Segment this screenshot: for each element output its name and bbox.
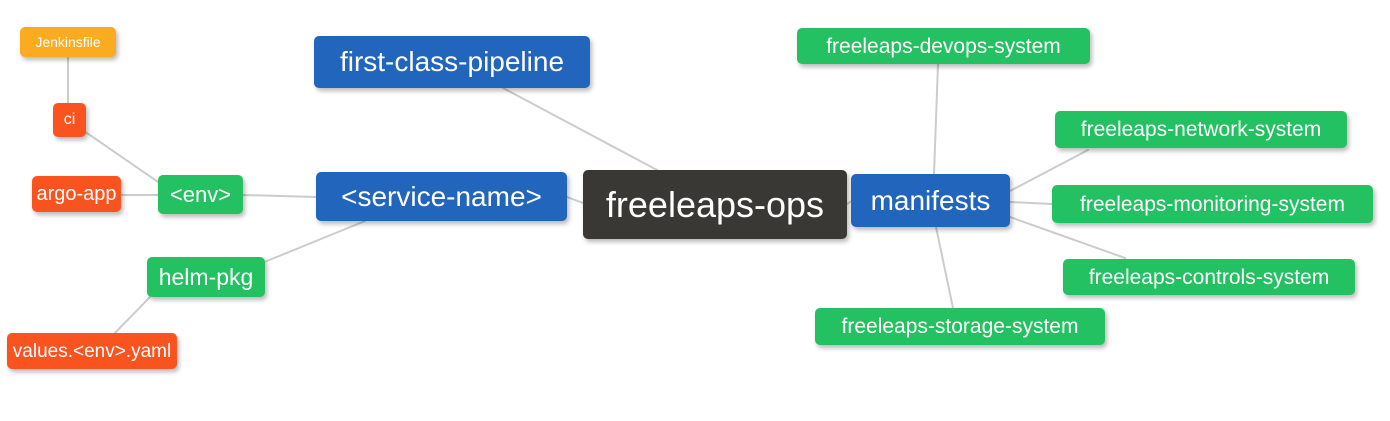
- node-freeleaps-network-system[interactable]: freeleaps-network-system: [1055, 111, 1347, 148]
- edge-env-service: [242, 194, 317, 198]
- node-env[interactable]: <env>: [158, 175, 243, 214]
- edge-manifests-monitoring: [1009, 201, 1053, 205]
- edge-service-ops: [566, 196, 584, 204]
- edge-manifests-devops: [933, 63, 939, 175]
- edge-pipeline-ops: [502, 87, 658, 171]
- node-values-env-yaml[interactable]: values.<env>.yaml: [7, 333, 177, 369]
- node-freeleaps-storage-system[interactable]: freeleaps-storage-system: [815, 308, 1105, 345]
- node-first-class-pipeline[interactable]: first-class-pipeline: [314, 36, 590, 88]
- node-freeleaps-devops-system[interactable]: freeleaps-devops-system: [797, 28, 1090, 64]
- edge-manifests-storage: [935, 226, 954, 309]
- node-freeleaps-controls-system[interactable]: freeleaps-controls-system: [1063, 259, 1355, 295]
- node-freeleaps-ops[interactable]: freeleaps-ops: [583, 170, 847, 239]
- node-argo-app[interactable]: argo-app: [32, 176, 121, 212]
- node-ci[interactable]: ci: [53, 103, 86, 137]
- edge-manifests-network: [1009, 149, 1089, 192]
- edge-service-helmpkg: [261, 220, 366, 264]
- edge-manifests-controls: [1009, 216, 1126, 259]
- node-freeleaps-monitoring-system[interactable]: freeleaps-monitoring-system: [1052, 185, 1373, 223]
- node-helm-pkg[interactable]: helm-pkg: [147, 257, 265, 297]
- edge-ci-env: [83, 130, 162, 185]
- node-service-name[interactable]: <service-name>: [316, 172, 567, 221]
- edge-helmpkg-values: [113, 296, 151, 335]
- node-manifests[interactable]: manifests: [851, 174, 1010, 227]
- node-jenkinsfile[interactable]: Jenkinsfile: [20, 27, 116, 57]
